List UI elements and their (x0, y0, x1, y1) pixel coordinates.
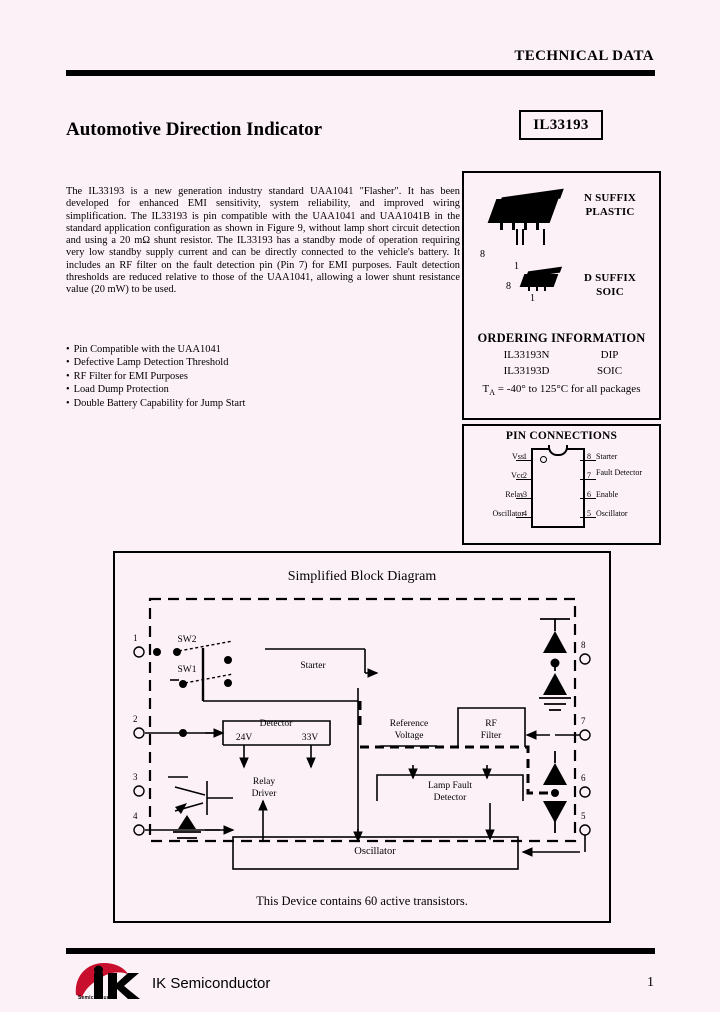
lamp-fault-detector-label-line1: Lamp Fault (427, 781, 473, 791)
dip-package-icon (486, 188, 566, 246)
page-title: Automotive Direction Indicator (66, 119, 323, 140)
ordering-information-title: ORDERING INFORMATION (477, 331, 646, 345)
d-suffix-label: D SUFFIX SOIC (583, 272, 637, 298)
feature-item: Double Battery Capability for Jump Start (66, 397, 396, 410)
pin-label-left: Vss (511, 452, 524, 461)
soic-pin1-label: 1 (530, 293, 535, 304)
pin-connections-box: PIN CONNECTIONS Vss 1 Vcc 2 Relay 3 Osci… (462, 424, 661, 545)
bd-pin-number-8: 8 (581, 640, 586, 650)
pin-number-right: 6 (587, 490, 591, 499)
logo-subtext: Semiconductor (78, 995, 117, 1001)
pin-number-left: 1 (523, 452, 527, 461)
bd-pin-number-4: 4 (133, 811, 138, 821)
lamp-fault-detector-label-line2: Detector (433, 793, 467, 803)
part-number-badge: IL33193 (519, 110, 603, 140)
starter-block-label: Starter (300, 661, 326, 671)
block-diagram-box: Simplified Block Diagram (113, 551, 611, 923)
bd-pin-number-3: 3 (133, 772, 138, 782)
chip-notch-icon (548, 445, 568, 456)
relay-driver-label-line1: Relay (252, 777, 276, 787)
bd-pin-number-7: 7 (581, 716, 586, 726)
pin-number-right: 8 (587, 452, 591, 461)
soic-pin8-label: 8 (506, 281, 511, 292)
pin1-dot-icon (540, 456, 547, 463)
block-diagram-schematic (133, 597, 591, 870)
switch-sw2-label: SW2 (177, 635, 197, 645)
pin-label-left: Oscillator (492, 509, 524, 518)
ordering-row: IL33193D SOIC (464, 365, 659, 377)
description-text: The IL33193 is a new generation industry… (66, 186, 460, 296)
temp-range-text: = -40° to 125°C for all packages (497, 383, 641, 395)
bd-pin-number-1: 1 (133, 633, 138, 643)
feature-item: RF Filter for EMI Purposes (66, 370, 396, 383)
ordering-row: IL33193N DIP (464, 349, 659, 361)
header-rule (66, 70, 655, 76)
feature-item: Pin Compatible with the UAA1041 (66, 343, 396, 356)
block-diagram-note: This Device contains 60 active transisto… (256, 894, 468, 908)
ordering-temperature-range: TA = -40° to 125°C for all packages (464, 383, 659, 397)
pin-label-right: Enable (596, 490, 619, 499)
pin-number-left: 2 (523, 471, 527, 480)
pin-label-right: Fault Detector (596, 468, 642, 477)
dip-pin8-label: 8 (480, 249, 485, 260)
reference-voltage-label-line2: Voltage (394, 731, 424, 741)
pin-number-left: 3 (523, 490, 527, 499)
description-paragraph: The IL33193 is a new generation industry… (66, 186, 460, 297)
ordering-package: SOIC (596, 365, 623, 377)
soic-package-icon (516, 266, 564, 294)
pin-label-left: Vcc (511, 471, 524, 480)
footer-rule (66, 948, 655, 954)
relay-driver-label-line2: Driver (251, 789, 277, 799)
bd-pin-number-6: 6 (581, 773, 586, 783)
bd-pin-number-5: 5 (581, 811, 586, 821)
pin-number-left: 4 (523, 509, 527, 518)
part-number-text: IL33193 (533, 116, 589, 133)
feature-item: Load Dump Protection (66, 383, 396, 396)
pin-number-right: 5 (587, 509, 591, 518)
rf-filter-label-line2: Filter (480, 731, 502, 741)
pin-label-right: Starter (596, 452, 618, 461)
detector-24v-label: 24V (235, 733, 253, 743)
detector-block-label: Detector (259, 719, 293, 729)
company-name: IK Semiconductor (152, 975, 271, 992)
ordering-part: IL33193N (503, 349, 550, 361)
features-list: Pin Compatible with the UAA1041 Defectiv… (66, 343, 396, 410)
pin-label-left: Relay (505, 490, 524, 499)
pin-connections-title: PIN CONNECTIONS (505, 430, 618, 442)
detector-33v-label: 33V (301, 733, 319, 743)
feature-item: Defective Lamp Detection Threshold (66, 356, 396, 369)
technical-data-header: TECHNICAL DATA (514, 48, 654, 64)
pin-number-right: 7 (587, 471, 591, 480)
bd-pin-number-2: 2 (133, 714, 138, 724)
reference-voltage-label-line1: Reference (389, 719, 429, 729)
logo-mark-icon (75, 963, 140, 999)
pin-label-right: Oscillator (596, 509, 628, 518)
package-ordering-box: 8 1 N SUFFIX PLASTIC 8 1 D SUFFIX SOIC O… (462, 171, 661, 420)
rf-filter-label-line1: RF (485, 719, 497, 729)
temp-subscript: A (489, 388, 496, 398)
switch-sw1-label: SW1 (177, 665, 197, 675)
ordering-package: DIP (600, 349, 619, 361)
temp-symbol: T (482, 383, 490, 395)
chip-outline-icon (531, 445, 585, 528)
block-diagram-title: Simplified Block Diagram (287, 569, 437, 584)
dip-pin1-label: 1 (514, 261, 519, 272)
oscillator-block-label: Oscillator (354, 846, 396, 857)
ordering-part: IL33193D (503, 365, 550, 377)
page-number: 1 (647, 975, 654, 990)
n-suffix-label: N SUFFIX PLASTIC (583, 192, 637, 218)
ik-semiconductor-logo: Semiconductor (72, 961, 146, 1005)
